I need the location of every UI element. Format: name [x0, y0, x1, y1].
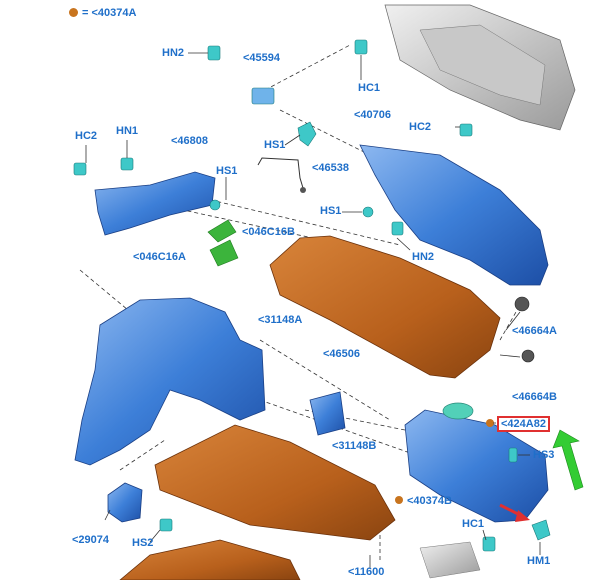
callout-hs2: HS2 — [132, 537, 154, 549]
callout-46664b: <46664B — [512, 391, 557, 403]
fastener-hn1 — [120, 157, 134, 171]
upper-left-trim-46808 — [94, 171, 216, 236]
callout-hn1: HN1 — [116, 125, 139, 137]
callout-31148b: <31148B — [332, 440, 377, 452]
callout-45594: <45594 — [243, 52, 281, 64]
callout-40706: <40706 — [354, 109, 392, 121]
green-pointer-arrow-icon — [552, 429, 584, 491]
legend-dot-icon — [69, 8, 78, 17]
fastener-hs1-top — [297, 121, 317, 147]
fastener-hn2-top — [207, 45, 221, 61]
clip-046c16a — [209, 239, 239, 267]
grommets — [514, 296, 535, 363]
lower-grey-part — [419, 541, 481, 579]
red-arrow-head — [515, 510, 530, 522]
callout-hc2-left: HC2 — [75, 130, 98, 142]
fasteners — [73, 39, 551, 552]
fastener-hc2-left — [73, 162, 87, 176]
bracket-45594 — [251, 87, 275, 105]
callout-ticks — [85, 52, 541, 568]
legend-text: = <40374A — [82, 7, 137, 19]
clip-046c16b — [207, 219, 237, 243]
red-motion-arrow — [499, 503, 521, 517]
quarter-trim-31148a — [74, 297, 266, 466]
callout-hc1-top: HC1 — [358, 82, 381, 94]
fastener-hs3 — [508, 447, 518, 463]
panel-31148b — [309, 391, 346, 436]
callout-hc1-bottom: HC1 — [462, 518, 485, 530]
callout-46808: <46808 — [171, 135, 209, 147]
fastener-hs1-mid — [362, 206, 374, 218]
fastener-hs2 — [159, 518, 173, 532]
callout-31148a: <31148A — [258, 314, 303, 326]
fastener-hn2-mid — [391, 221, 404, 236]
callout-hs1-upper: HS1 — [216, 165, 238, 177]
legend-dot-40374b — [395, 496, 403, 504]
callout-hn2-mid: HN2 — [412, 251, 435, 263]
bracket-29074 — [107, 482, 143, 523]
deck-lid-inner-part — [419, 24, 546, 106]
load-floor-11600 — [154, 424, 396, 541]
callout-40374b: <40374B — [407, 495, 452, 507]
callout-hs1-mid: HS1 — [320, 205, 342, 217]
callout-046c16b: <046C16B — [242, 226, 295, 238]
green-clips — [207, 219, 239, 267]
callout-hm1: HM1 — [527, 555, 551, 567]
callout-hn2-top: HN2 — [162, 47, 185, 59]
rear-panel-trim-40706 — [359, 144, 549, 286]
parcel-shelf-46506 — [269, 235, 501, 379]
callout-46506: <46506 — [323, 348, 361, 360]
callout-29074: <29074 — [72, 534, 110, 546]
fastener-hc1-top — [354, 39, 368, 55]
callout-hs3: HS3 — [533, 449, 555, 461]
callout-11600: <11600 — [348, 566, 385, 578]
grommet-46664a — [514, 296, 530, 312]
callout-424a82-highlighted: <424A82 — [497, 416, 550, 432]
wire-46538 — [257, 157, 304, 189]
callout-46664a: <46664A — [512, 325, 557, 337]
legend-dot-424a82 — [486, 419, 494, 427]
wire-connector-46538 — [300, 187, 306, 193]
load-floor-lower-11600 — [119, 539, 301, 580]
fastener-hm1 — [531, 519, 551, 541]
callout-046c16a: <046C16A — [133, 251, 186, 263]
fastener-hs1-upper — [209, 199, 221, 211]
callout-hc2-right: HC2 — [409, 121, 432, 133]
cover-424a82 — [442, 402, 474, 420]
fastener-hc1-bottom — [482, 536, 496, 552]
callout-hs1-top: HS1 — [264, 139, 286, 151]
callout-46538: <46538 — [312, 162, 350, 174]
grommet-46664b — [521, 349, 535, 363]
fastener-hc2-right — [459, 123, 473, 137]
